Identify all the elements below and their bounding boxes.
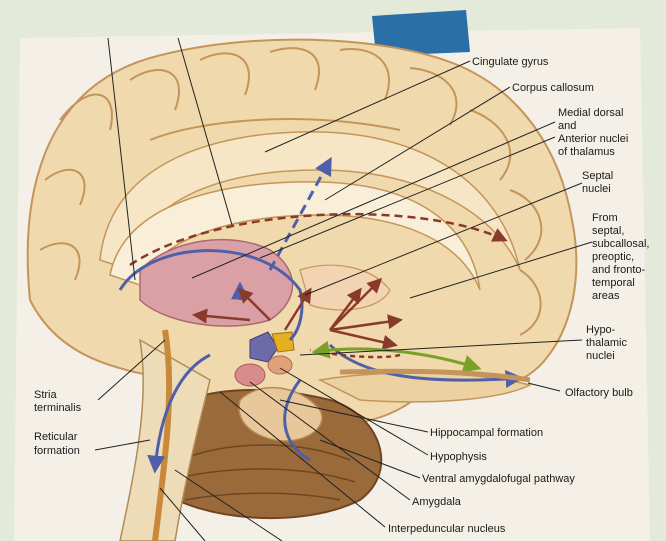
label-amygdala: Amygdala (412, 496, 462, 508)
label-reticular-1: Reticular (34, 431, 78, 443)
label-from-septal-1: From (592, 212, 618, 224)
label-from-septal-7: areas (592, 290, 620, 302)
label-hypothalamic-2: thalamic (586, 337, 627, 349)
label-septal-2: nuclei (582, 183, 611, 195)
label-medial-dorsal-4: of thalamus (558, 146, 615, 158)
hypophysis-shape (268, 356, 292, 374)
label-from-septal-5: and fronto- (592, 264, 646, 276)
label-medial-dorsal-2: and (558, 120, 576, 132)
amygdala-shape (235, 364, 265, 386)
label-medial-dorsal-3: Anterior nuclei (558, 133, 628, 145)
label-medial-dorsal-1: Medial dorsal (558, 107, 623, 119)
label-hypophysis: Hypophysis (430, 451, 487, 463)
label-from-septal-6: temporal (592, 277, 635, 289)
label-ventral-amygdalofugal: Ventral amygdalofugal pathway (422, 473, 575, 485)
label-olfactory-bulb: Olfactory bulb (565, 387, 633, 399)
label-from-septal-3: subcallosal, (592, 238, 649, 250)
label-cingulate-gyrus: Cingulate gyrus (472, 56, 549, 68)
label-septal-1: Septal (582, 170, 613, 182)
label-hypothalamic-3: nuclei (586, 350, 615, 362)
label-reticular-2: formation (34, 445, 80, 457)
label-hypothalamic-1: Hypo- (586, 324, 616, 336)
label-interpeduncular-nucleus: Interpeduncular nucleus (388, 523, 506, 535)
label-hippocampal-formation: Hippocampal formation (430, 427, 543, 439)
label-stria-1: Stria (34, 389, 58, 401)
label-from-septal-4: preoptic, (592, 251, 634, 263)
thalamus (140, 240, 293, 326)
label-corpus-callosum: Corpus callosum (512, 82, 594, 94)
label-from-septal-2: septal, (592, 225, 624, 237)
label-stria-2: terminalis (34, 402, 82, 414)
